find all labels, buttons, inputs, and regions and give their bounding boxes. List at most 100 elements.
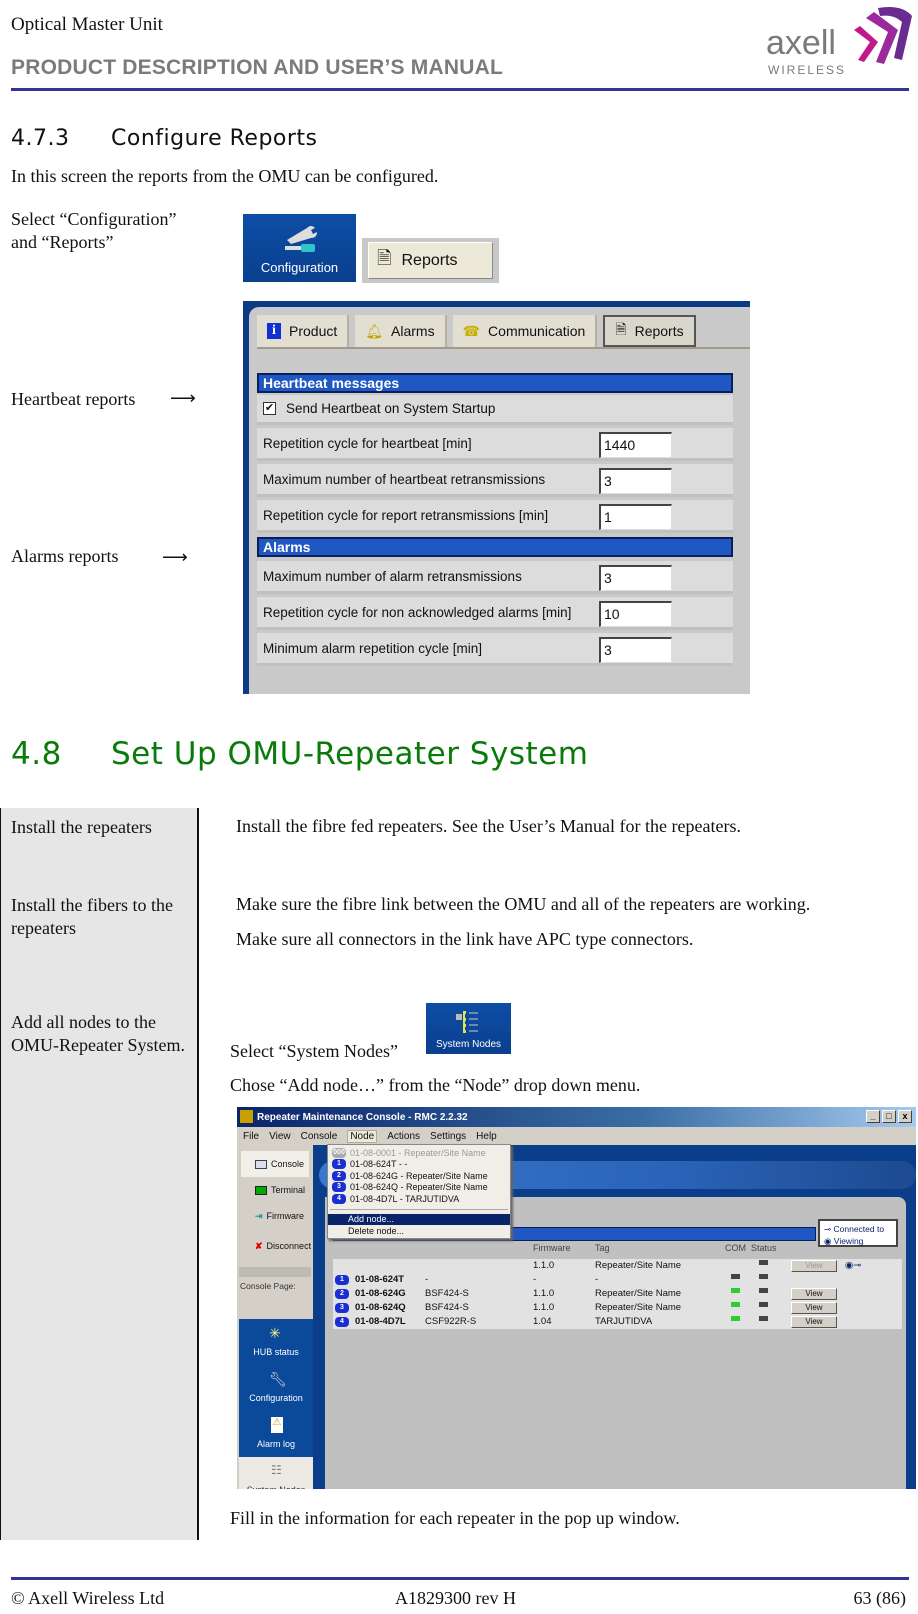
field-label: Repetition cycle for report retransmissi… xyxy=(263,507,549,523)
dropdown-node-item[interactable]: 4 01-08-4D7L - TARJUTIDVA xyxy=(328,1193,510,1205)
cell-type: - xyxy=(425,1274,429,1285)
table-row[interactable]: 1.1.0 Repeater/Site Name View ◉⊸ xyxy=(333,1259,902,1273)
dropdown-item-label: 01-08-0001 - Repeater/Site Name xyxy=(350,1147,486,1158)
menu-actions[interactable]: Actions xyxy=(387,1130,421,1142)
rmc-menu-bar: File View Console Node Actions Settings … xyxy=(237,1127,916,1145)
rmc-window: Repeater Maintenance Console - RMC 2.2.3… xyxy=(237,1107,916,1489)
section-title: Set Up OMU-Repeater System xyxy=(111,736,589,772)
sidebar-console[interactable]: Console xyxy=(241,1151,309,1177)
page-label: Configuration xyxy=(249,1393,303,1403)
page-alarm-log[interactable]: ⚠ Alarm log xyxy=(239,1411,313,1457)
report-document-icon: 🗎 xyxy=(377,247,392,268)
rmc-title-bar: Repeater Maintenance Console - RMC 2.2.3… xyxy=(237,1107,916,1127)
heartbeat-repetition-row: Repetition cycle for heartbeat [min] 144… xyxy=(257,428,733,461)
tab-alarms[interactable]: 🔔︎ Alarms xyxy=(355,315,447,347)
menu-help[interactable]: Help xyxy=(476,1130,497,1142)
configuration-label: Configuration xyxy=(260,260,339,275)
field-label: Minimum alarm repetition cycle [min] xyxy=(263,640,483,656)
node-dropdown-menu: 000 01-08-0001 - Repeater/Site Name 1 01… xyxy=(327,1144,511,1239)
com-led xyxy=(731,1302,740,1307)
heartbeat-messages-header: Heartbeat messages xyxy=(257,373,733,393)
view-button[interactable]: View xyxy=(791,1302,837,1314)
close-button[interactable]: x xyxy=(898,1110,912,1123)
status-led xyxy=(759,1316,768,1321)
cell-node: 01-08-624G xyxy=(355,1288,406,1299)
system-nodes-label: System Nodes xyxy=(435,1039,502,1050)
step-install-fibers: Install the fibers to the repeaters xyxy=(11,895,173,938)
view-button[interactable]: View xyxy=(791,1288,837,1300)
minimize-button[interactable]: _ xyxy=(866,1110,880,1123)
alarm-max-retrans-input[interactable]: 3 xyxy=(599,565,672,591)
cell-tag: TARJUTIDVA xyxy=(595,1316,653,1327)
report-retrans-cycle-input[interactable]: 1 xyxy=(599,504,672,530)
node-badge: 2 xyxy=(332,1170,346,1181)
sidebar-label: Disconnect xyxy=(266,1241,312,1251)
report-retrans-cycle-row: Repetition cycle for report retransmissi… xyxy=(257,500,733,533)
cell-tag: Repeater/Site Name xyxy=(595,1260,682,1271)
table-row[interactable]: 1 01-08-624T - - - xyxy=(333,1273,902,1287)
tab-communication[interactable]: ☎ Communication xyxy=(452,315,598,347)
system-nodes-button[interactable]: System Nodes xyxy=(426,1003,511,1054)
page-label: Alarm log xyxy=(256,1439,295,1449)
menu-node[interactable]: Node xyxy=(347,1129,378,1143)
tab-label: Alarms xyxy=(391,323,435,339)
reports-button-frame: 🗎 Reports xyxy=(362,238,499,283)
table-row[interactable]: 2 01-08-624G BSF424-S 1.1.0 Repeater/Sit… xyxy=(333,1287,902,1301)
cell-firmware: 1.1.0 xyxy=(533,1288,555,1299)
page-label: System Nodes xyxy=(247,1485,306,1489)
col-tag[interactable]: Tag xyxy=(595,1243,610,1253)
footer-page-number: 63 (86) xyxy=(853,1588,907,1608)
table-row[interactable]: 3 01-08-624Q BSF424-S 1.1.0 Repeater/Sit… xyxy=(333,1301,902,1315)
non-ack-alarm-cycle-input[interactable]: 10 xyxy=(599,601,672,627)
instruction-add-node: Chose “Add node…” from the “Node” drop d… xyxy=(230,1075,641,1095)
tab-label: Product xyxy=(289,323,338,339)
col-firmware[interactable]: Firmware xyxy=(533,1243,571,1253)
min-alarm-cycle-input[interactable]: 3 xyxy=(599,637,672,663)
dropdown-node-item[interactable]: 1 01-08-624T - - xyxy=(328,1159,510,1171)
menu-view[interactable]: View xyxy=(269,1130,291,1142)
configuration-button[interactable]: Configuration xyxy=(243,214,356,282)
menu-settings[interactable]: Settings xyxy=(430,1130,467,1142)
tab-reports[interactable]: 🗎 Reports xyxy=(603,315,696,347)
view-button[interactable]: View xyxy=(791,1316,837,1328)
cell-tag: Repeater/Site Name xyxy=(595,1302,682,1313)
footer-doc-number: A1829300 rev H xyxy=(395,1588,516,1608)
send-heartbeat-row: ✔ Send Heartbeat on System Startup xyxy=(257,395,733,425)
table-row[interactable]: 4 01-08-4D7L CSF922R-S 1.04 TARJUTIDVA V… xyxy=(333,1315,902,1329)
section-number: 4.7.3 xyxy=(11,126,70,151)
page-configuration[interactable]: 🔧︎ Configuration xyxy=(239,1365,313,1411)
col-status[interactable]: Status xyxy=(751,1243,777,1253)
tab-product[interactable]: i Product xyxy=(257,315,350,347)
com-led xyxy=(731,1288,740,1293)
legend-connected: ⊸ Connected to xyxy=(824,1223,892,1235)
intro-text: In this screen the reports from the OMU … xyxy=(11,166,439,186)
add-node-menu-item[interactable]: Add node... xyxy=(328,1213,510,1225)
view-button[interactable]: View xyxy=(791,1260,837,1272)
reports-button[interactable]: 🗎 Reports xyxy=(368,242,493,279)
delete-node-menu-item[interactable]: Delete node... xyxy=(348,1225,405,1236)
heartbeat-repetition-input[interactable]: 1440 xyxy=(599,432,672,458)
rmc-app-icon xyxy=(240,1110,253,1123)
instruction-install-repeaters: Install the fibre fed repeaters. See the… xyxy=(236,816,741,836)
disconnect-icon: ✘ xyxy=(255,1240,263,1251)
page-system-nodes[interactable]: ☷ System Nodes xyxy=(239,1457,313,1489)
maximize-button[interactable]: □ xyxy=(882,1110,896,1123)
sidebar-label: Console xyxy=(271,1159,305,1169)
col-com[interactable]: COM xyxy=(725,1243,746,1253)
heartbeat-max-retrans-input[interactable]: 3 xyxy=(599,468,672,494)
node-badge: 4 xyxy=(335,1317,349,1327)
menu-file[interactable]: File xyxy=(243,1130,260,1142)
rmc-sidebar: Console Terminal ⇥ Firmware ✘ Disconnect… xyxy=(237,1145,319,1489)
sidebar-firmware[interactable]: ⇥ Firmware xyxy=(241,1203,309,1229)
dropdown-node-item[interactable]: 3 01-08-624Q - Repeater/Site Name xyxy=(328,1182,510,1194)
send-heartbeat-checkbox[interactable]: ✔ xyxy=(263,402,276,415)
footer-copyright: © Axell Wireless Ltd xyxy=(11,1588,165,1608)
dropdown-node-item[interactable]: 2 01-08-624G - Repeater/Site Name xyxy=(328,1170,510,1182)
arrow-right-icon: ⟶ xyxy=(162,547,188,567)
sidebar-terminal[interactable]: Terminal xyxy=(241,1177,309,1203)
sidebar-disconnect[interactable]: ✘ Disconnect xyxy=(241,1229,312,1263)
console-page-label: Console Page: xyxy=(240,1281,296,1291)
menu-console[interactable]: Console xyxy=(300,1130,338,1142)
grid-columns: Firmware Tag COM Status xyxy=(333,1243,816,1257)
page-hub-status[interactable]: ✳ HUB status xyxy=(239,1319,313,1365)
